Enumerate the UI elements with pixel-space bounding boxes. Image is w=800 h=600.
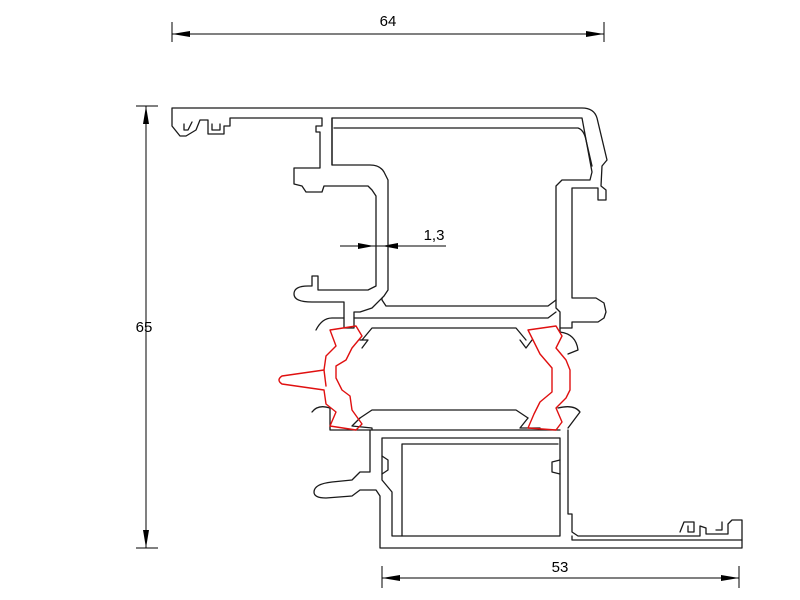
lower-profile-outer-contour: [313, 429, 743, 549]
middle-chamber-lower-bar: [329, 427, 561, 431]
thermal-break-strip-right: [527, 325, 571, 431]
dimension-label-overall-width: 64: [380, 13, 397, 30]
upper-profile-slot-right: [559, 327, 579, 355]
thermal-break-fin-left: [323, 369, 327, 387]
lower-slot-right: [557, 406, 581, 429]
middle-chamber-bottom-wall: [359, 409, 529, 419]
upper-profile-outer-contour: [171, 107, 608, 329]
lower-profile-hook-right: [679, 521, 695, 533]
lower-profile-chamber-inner: [401, 443, 559, 537]
lower-profile-chamber: [381, 437, 561, 537]
upper-profile: [171, 107, 608, 355]
middle-chamber-top-lip-left: [359, 339, 369, 349]
arrowhead-left: [172, 31, 190, 37]
arrowhead-right: [721, 575, 739, 581]
arrowhead-top: [143, 106, 149, 124]
thermal-break-left: [278, 325, 363, 431]
arrowhead-left: [382, 575, 400, 581]
upper-profile-chamber-bottom: [381, 297, 557, 307]
arrowhead-bottom: [143, 530, 149, 548]
lower-profile-side-notch-right: [551, 459, 561, 475]
dimension-label-overall-height: 65: [136, 319, 153, 336]
lower-profile: [313, 429, 743, 549]
upper-profile-slot-left: [315, 317, 345, 331]
lower-profile-hook-end: [715, 521, 723, 531]
lower-slot-left: [311, 406, 331, 429]
lower-profile-side-notch-left: [381, 455, 389, 475]
arrowhead-left: [382, 243, 398, 249]
dimension-lower-width: 53: [381, 559, 740, 588]
middle-chamber-top-lip-right: [519, 339, 533, 349]
middle-chamber-top-wall: [361, 327, 527, 341]
dimension-overall-height: 65: [136, 105, 158, 549]
upper-profile-clip-hook-right: [211, 123, 221, 131]
lower-profile-base-flange: [571, 535, 743, 541]
dimension-label-wall-thickness: 1,3: [424, 227, 445, 244]
arrowhead-right: [358, 243, 374, 249]
arrowhead-right: [586, 31, 604, 37]
thermal-break-right: [527, 325, 571, 431]
middle-chamber: [311, 327, 581, 431]
dimension-label-lower-width: 53: [552, 559, 569, 576]
dimension-wall-thickness: 1,3: [340, 227, 446, 249]
upper-profile-inner-wall: [333, 127, 593, 167]
upper-profile-rebate-bottom: [353, 311, 557, 319]
dimension-overall-width: 64: [171, 13, 605, 42]
middle-chamber-bottom-lip-left: [351, 417, 373, 431]
upper-profile-clip-hook-left: [183, 121, 193, 131]
thermal-break-strip-left: [278, 325, 363, 431]
